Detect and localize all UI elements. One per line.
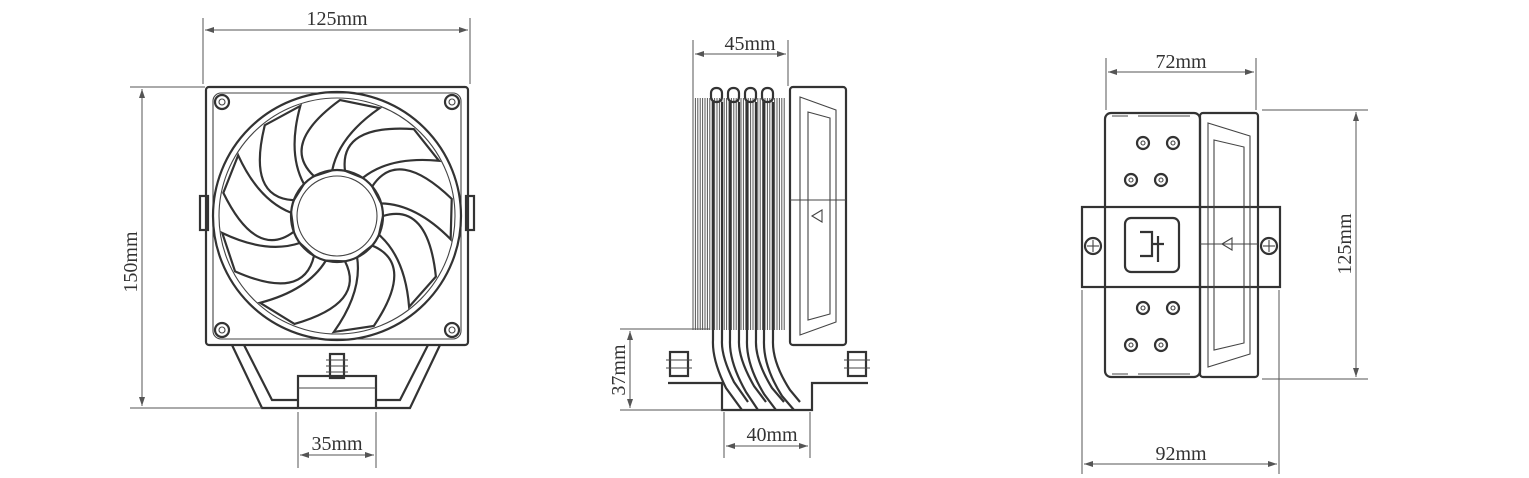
front-view: 125mm 150mm 35mm <box>120 8 476 468</box>
side-fan <box>788 85 848 347</box>
fan-blades <box>220 98 453 334</box>
fan-blade <box>343 127 442 180</box>
fan-blade <box>258 103 306 202</box>
front-base-dimension: 35mm <box>297 412 377 468</box>
top-bottom-dimension: 92mm <box>1081 290 1280 474</box>
front-width-dimension: 125mm <box>202 8 471 84</box>
side-view: 45mm 37mm 40mm <box>608 33 870 458</box>
front-width-label: 125mm <box>306 8 368 30</box>
side-base-dimension: 40mm <box>723 412 811 458</box>
top-height-dimension: 125mm <box>1262 109 1368 380</box>
side-heatpipes <box>711 102 801 411</box>
front-base-label: 35mm <box>311 433 363 455</box>
top-width-dimension: 72mm <box>1105 51 1257 110</box>
top-fan <box>1198 111 1260 379</box>
side-depth-dimension: 45mm <box>692 33 789 98</box>
side-offset-label: 37mm <box>608 344 630 396</box>
front-fan <box>198 85 476 347</box>
fan-blade <box>220 230 316 285</box>
side-heatpipe-tops <box>709 86 775 104</box>
side-base-label: 40mm <box>746 424 798 446</box>
fan-blade <box>370 168 453 242</box>
fan-blade <box>331 244 396 334</box>
top-height-label: 125mm <box>1334 213 1356 275</box>
front-height-dimension: 150mm <box>120 86 262 409</box>
fan-blade <box>377 212 438 310</box>
front-height-label: 150mm <box>120 231 142 293</box>
top-width-label: 72mm <box>1155 51 1207 73</box>
deepcool-logo <box>1123 216 1181 274</box>
front-base-mount <box>296 352 378 410</box>
top-heatsink <box>1103 111 1202 379</box>
side-offset-dimension: 37mm <box>608 328 722 411</box>
fan-blade <box>222 152 295 242</box>
fan-blade <box>257 259 351 326</box>
top-mounting-bar <box>1080 205 1282 289</box>
top-view: 72mm 125mm 92mm <box>1080 51 1368 474</box>
fan-blade <box>300 98 383 178</box>
side-base <box>666 350 870 412</box>
side-depth-label: 45mm <box>724 33 776 55</box>
top-bottom-label: 92mm <box>1155 443 1207 465</box>
